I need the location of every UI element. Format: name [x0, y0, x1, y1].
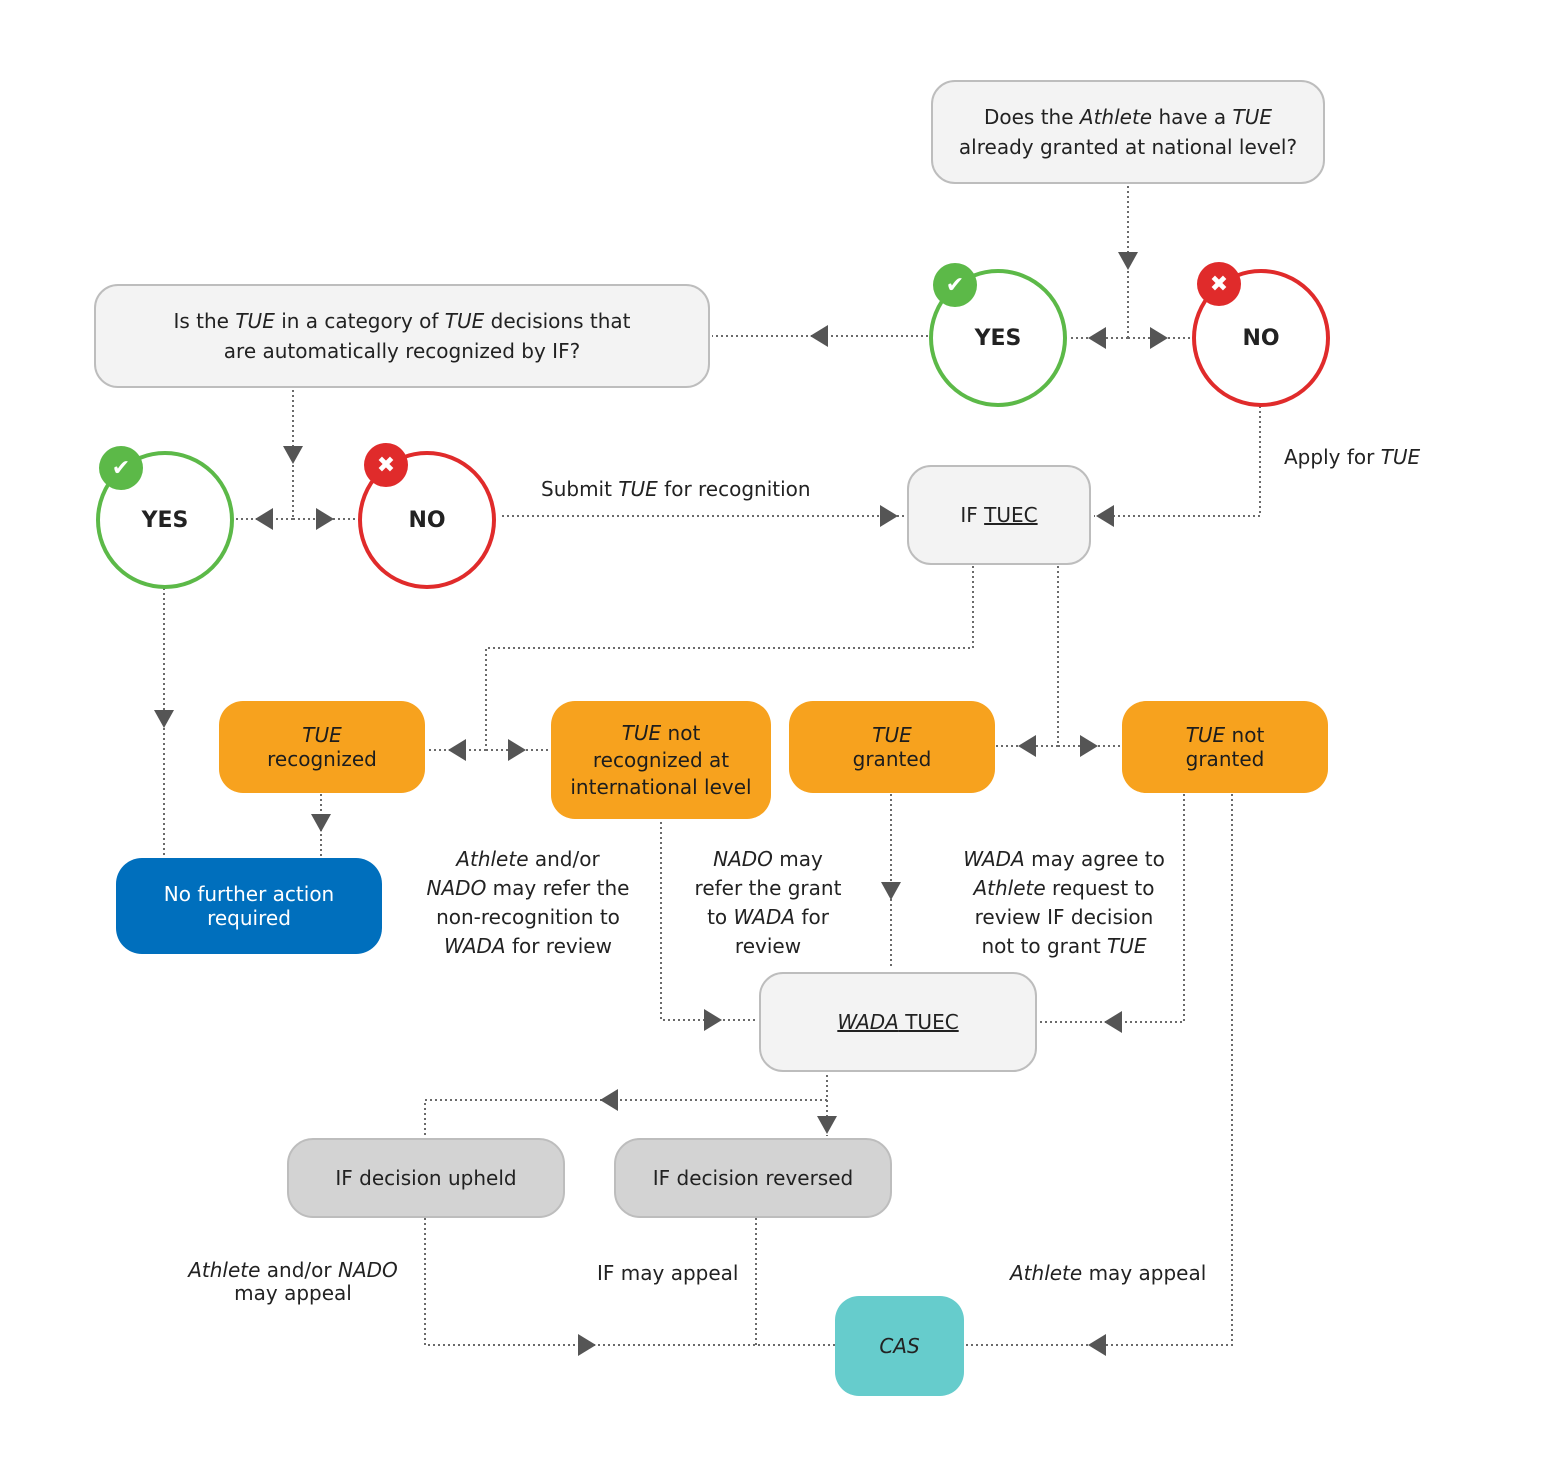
arrowhead [578, 1334, 596, 1356]
tue-not-granted-node: TUE not granted [1122, 701, 1328, 793]
arrowhead [1088, 1334, 1106, 1356]
arrowhead [255, 508, 273, 530]
arrowhead [1018, 735, 1036, 757]
tue-granted-node: TUE granted [789, 701, 995, 793]
arrowhead [1104, 1011, 1122, 1033]
arrowhead [448, 739, 466, 761]
note-nado-refer: NADO may refer the grant to WADA for rev… [694, 847, 842, 958]
apply-for-tue-label: Apply for TUE [1284, 445, 1421, 469]
arrowhead [600, 1089, 618, 1111]
appeal-if-label: IF may appeal [597, 1261, 739, 1285]
no-further-action-node: No further action required [116, 858, 382, 954]
arrowhead [1096, 505, 1114, 527]
arrowhead [311, 814, 331, 832]
wada-tuec-node: WADA TUEC [759, 972, 1037, 1072]
tue-recognized-node: TUE recognized [219, 701, 425, 793]
connector-notgranted-cas [964, 794, 1233, 1346]
arrowhead [316, 508, 334, 530]
arrowhead [508, 739, 526, 761]
question-auto-recognized: Is the TUE in a category of TUE decision… [94, 284, 710, 388]
arrowhead [1118, 252, 1138, 270]
check-icon: ✔ [933, 263, 977, 307]
arrowhead [283, 446, 303, 464]
arrowhead [1080, 735, 1098, 757]
connector-notgranted-wada [1040, 794, 1185, 1023]
close-icon: ✖ [364, 443, 408, 487]
arrowhead [810, 325, 828, 347]
appeal-athlete-nado-label: Athlete and/or NADO may appeal [188, 1258, 398, 1305]
connector-no-apply [1094, 406, 1261, 517]
if-tuec-node: IF TUEC [907, 465, 1091, 565]
if-decision-upheld-node: IF decision upheld [287, 1138, 565, 1218]
arrowhead [881, 882, 901, 900]
question-tue-national: Does the Athlete have a TUE already gran… [931, 80, 1325, 184]
note-non-recognition: Athlete and/or NADO may refer the non-re… [426, 847, 630, 958]
arrowhead [880, 505, 898, 527]
connector-iftuec-recognized [485, 566, 974, 750]
close-icon: ✖ [1197, 262, 1241, 306]
arrowhead [1150, 327, 1168, 349]
check-icon: ✔ [99, 446, 143, 490]
note-wada-agree: WADA may agree to Athlete request to rev… [963, 847, 1165, 958]
tue-not-recognized-node: TUE not recognized at international leve… [551, 701, 771, 819]
arrowhead [1088, 327, 1106, 349]
arrowhead [704, 1009, 722, 1031]
appeal-athlete-label: Athlete may appeal [1010, 1261, 1207, 1285]
submit-for-recognition-label: Submit TUE for recognition [541, 477, 811, 501]
connector-wada-upheld [424, 1099, 827, 1138]
connector-upheld-cas [424, 1218, 835, 1346]
arrowhead [817, 1116, 837, 1134]
connector-notrec-wada [660, 822, 758, 1021]
arrowhead [154, 710, 174, 728]
if-decision-reversed-node: IF decision reversed [614, 1138, 892, 1218]
cas-node: CAS [835, 1296, 964, 1396]
